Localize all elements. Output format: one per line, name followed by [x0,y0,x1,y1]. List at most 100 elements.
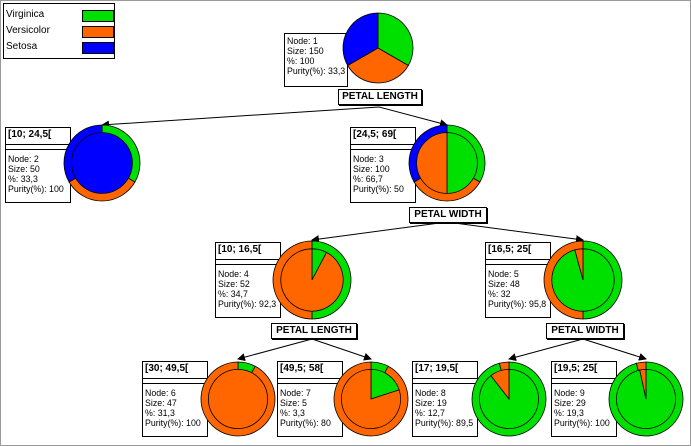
node-stat-line: %: 66,7 [353,174,383,184]
node-stat-line: Node: 8 [415,388,446,398]
node-stat-line: Node: 7 [280,388,311,398]
node-stat-line: Purity(%): 89,5 [415,418,474,428]
edge-n3-n5 [446,221,584,244]
node-stat-line: Purity(%): 100 [554,418,610,428]
node-stat-line: Node: 3 [353,154,384,164]
node-pie-n1[interactable] [341,11,415,85]
node-pie-n9[interactable] [607,360,685,438]
node-pie-inner-slice-versicolor [416,132,448,194]
node-pie-inner-slice-versicolor [490,368,510,401]
node-pie-inner-slice-virginica [446,132,478,194]
node-stat-line: Node: 6 [145,388,176,398]
node-stat-line: Size: 48 [488,279,520,289]
node-stat-line: Purity(%): 80 [280,418,331,428]
legend-item-versicolor: Versicolor [6,24,114,38]
node-range-label: [16,5; 25[ [488,244,532,255]
legend-swatch-setosa [82,42,114,54]
node-stat-line: Node: 2 [8,154,39,164]
node-pie-n2[interactable] [62,123,142,203]
node-pie-inner-slice-versicolor [207,368,269,430]
node-stat-line: Size: 47 [145,398,177,408]
node-pie-slice-setosa [342,12,379,67]
node-stat-line: Size: 52 [218,279,250,289]
legend-swatch-versicolor [82,26,114,38]
node-stat-line: Purity(%): 92,3 [218,299,277,309]
node-stat-line: Purity(%): 100 [145,418,201,428]
node-stat-line: %: 19,3 [554,408,584,418]
node-stat-line: Node: 9 [554,388,585,398]
edge-n3-n4 [311,221,448,244]
edge-n1-n2 [101,106,380,129]
node-range-label: [10; 16,5[ [218,244,262,255]
node-range-label: [30; 49,5[ [145,363,189,374]
split-label-n3[interactable]: PETAL WIDTH [409,207,487,223]
node-pie-inner-slice-versicolor [280,248,344,312]
node-pie-slice-virginica [377,12,414,67]
node-stat-line: %: 3,3 [280,408,305,418]
edge-n5-n9 [582,338,647,361]
edge-n1-n3 [378,106,448,128]
node-stat-line: Size: 100 [353,164,390,174]
node-pie-inner-slice-versicolor [639,368,647,400]
node-stat-line: Purity(%): 50 [353,184,404,194]
edge-n4-n6 [237,338,313,362]
node-stat-line: %: 31,3 [145,408,175,418]
legend: Virginica Versicolor Setosa [3,3,115,59]
node-stat-line: Node: 1 [287,36,318,46]
node-pie-inner-slice-versicolor [574,248,584,281]
node-range-separator [143,378,207,384]
node-pie-n6[interactable] [199,360,277,438]
node-range-label: [49,5; 58[ [280,363,324,374]
node-range-separator [278,378,342,384]
node-range-label: [24,5; 69[ [353,129,397,140]
node-stat-line: Node: 4 [218,269,249,279]
node-stat-line: %: 34,7 [218,289,248,299]
split-label-n4[interactable]: PETAL LENGTH [271,323,357,339]
node-stat-line: %: 32 [488,289,511,299]
legend-label: Setosa [6,41,38,52]
split-label-n1[interactable]: PETAL LENGTH [338,89,422,105]
legend-swatch-virginica [82,10,114,22]
legend-label: Virginica [6,9,45,20]
node-stat-line: Size: 150 [287,46,324,56]
node-range-label: [10; 24,5[ [8,129,52,140]
node-pie-n8[interactable] [470,360,548,438]
node-pie-n3[interactable] [407,123,487,203]
node-range-separator [216,259,280,265]
node-pie-inner-slice-virginica [370,368,400,400]
node-stat-line: Size: 50 [8,164,40,174]
node-stat-line: Purity(%): 95,8 [488,299,547,309]
split-label-n5[interactable]: PETAL WIDTH [546,323,624,339]
node-stat-line: Purity(%): 33,3 [287,66,346,76]
node-pie-n7[interactable] [332,360,410,438]
node-range-separator [552,378,616,384]
node-pie-n4[interactable] [271,239,353,321]
node-range-separator [351,144,415,150]
node-pie-slice-versicolor [347,47,409,84]
node-pie-inner-slice-setosa [71,132,133,194]
node-stat-line: Size: 19 [415,398,447,408]
node-pie-n5[interactable] [542,239,624,321]
node-stat-line: %: 12,7 [415,408,445,418]
node-range-label: [19,5; 25[ [554,363,598,374]
node-range-separator [486,259,550,265]
node-stat-line: %: 100 [287,56,315,66]
edge-n5-n8 [508,338,584,362]
legend-label: Versicolor [6,25,50,36]
legend-item-virginica: Virginica [6,8,114,22]
node-stat-line: %: 33,3 [8,174,38,184]
edge-n4-n7 [311,338,372,361]
node-range-separator [413,378,477,384]
node-stat-line: Size: 29 [554,398,586,408]
node-range-separator [6,144,70,150]
node-stat-line: Size: 5 [280,398,307,408]
